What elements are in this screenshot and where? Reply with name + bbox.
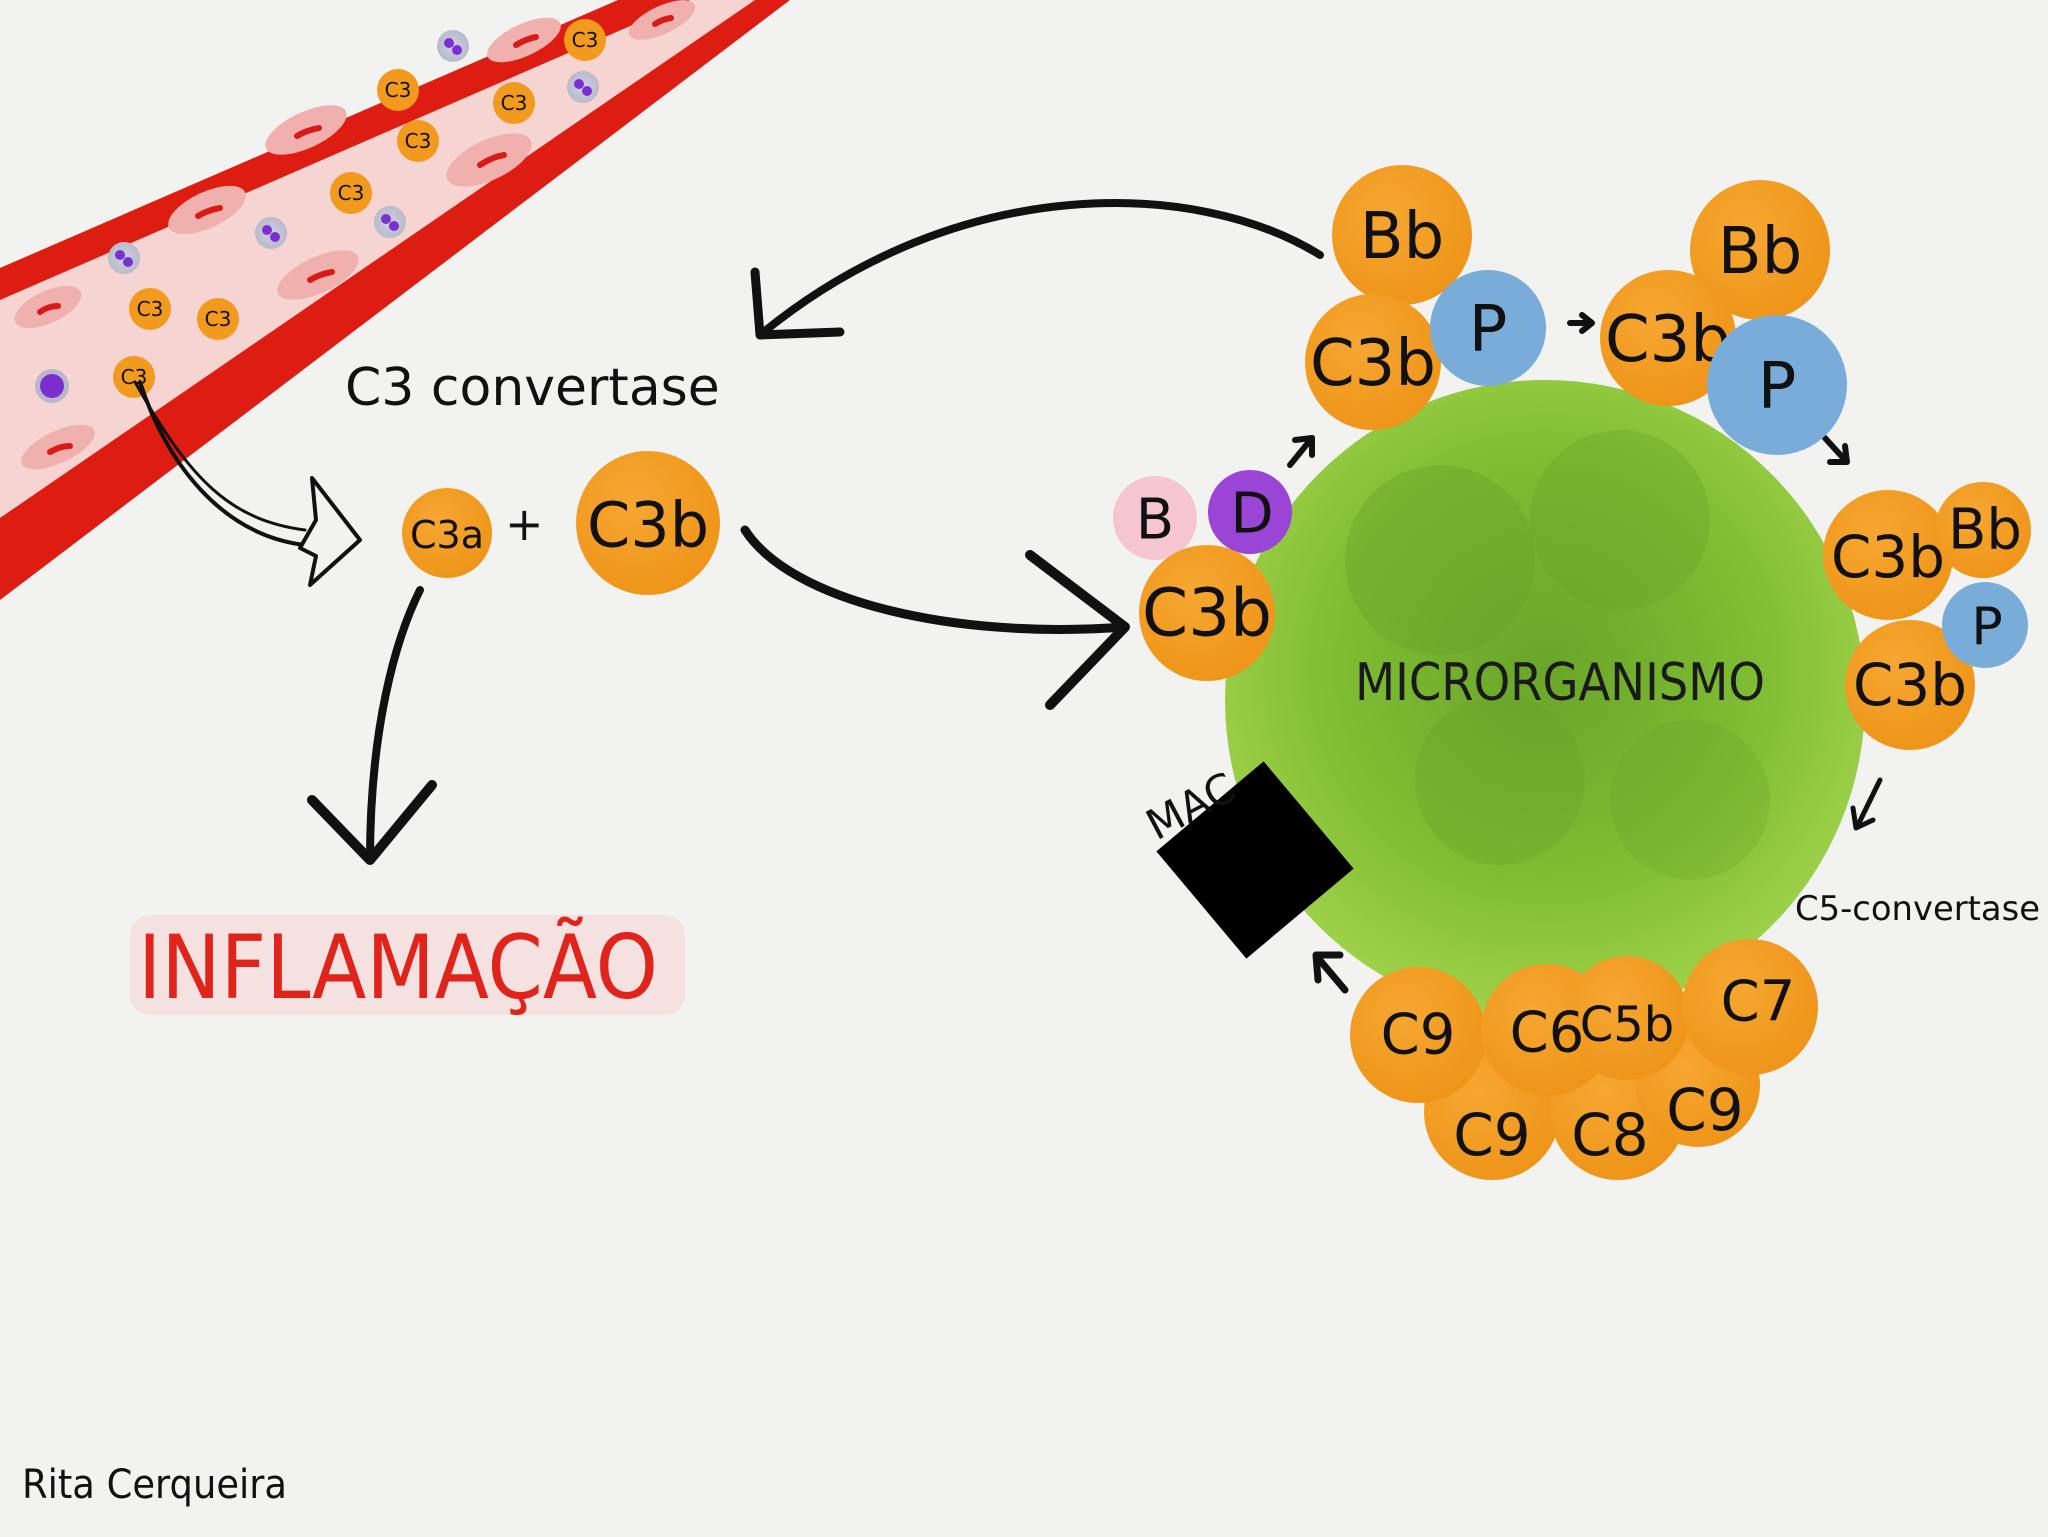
step-arrow-5-head — [1312, 951, 1344, 984]
c3a-label: C3a — [410, 513, 484, 557]
mac-c6-label: C6 — [1510, 1001, 1585, 1066]
c3-molecule: C3 — [129, 288, 171, 330]
amplification-loop-arrow-head — [750, 267, 845, 340]
amplification-loop-arrow — [756, 199, 1324, 339]
mac-c9-label: C9 — [1381, 1003, 1456, 1068]
c3-molecule: C3 — [113, 356, 155, 398]
c3b-c5-bottom-label: C3b — [1853, 651, 1967, 719]
arrows — [133, 199, 1883, 994]
c3b-b-d-complex: B D C3b — [1113, 470, 1292, 681]
c3b-label-2: C3b — [1605, 303, 1731, 377]
plus-sign: + — [505, 497, 544, 551]
mac-c8-label: C8 — [1571, 1101, 1648, 1169]
c3b-fragment-label: C3b — [587, 489, 709, 562]
mac-c9-label-3: C9 — [1666, 1076, 1743, 1144]
p-label-2: P — [1758, 350, 1797, 424]
step-arrow-4 — [1855, 777, 1883, 828]
microorganism-label: MICRORGANISMO — [1355, 653, 1765, 713]
p-label-1: P — [1469, 293, 1508, 367]
author-signature: Rita Cerqueira — [22, 1462, 287, 1508]
step-arrow-4-head — [1850, 805, 1876, 831]
c3-molecule: C3 — [197, 298, 239, 340]
inflammation-arrow-head — [307, 780, 437, 865]
microorganism: MICRORGANISMO — [1225, 380, 1865, 1020]
factor-b-label: B — [1136, 488, 1174, 553]
c3-label: C3 — [572, 28, 599, 52]
c3-label: C3 — [385, 78, 412, 102]
c3-molecule: C3 — [377, 69, 419, 111]
inflammation-title: INFLAMAÇÃO — [130, 915, 685, 1019]
c5-convertase-complex: C3b Bb C3b P — [1823, 482, 2031, 750]
cleavage-arrow-head — [298, 476, 362, 587]
c3-convertase-complex-2: Bb C3b P — [1600, 180, 1847, 455]
c3-label: C3 — [338, 181, 365, 205]
bb-label-1: Bb — [1360, 200, 1445, 274]
c3-molecule: C3 — [564, 19, 606, 61]
c3a-molecule: C3a — [402, 488, 492, 578]
step-arrow-3-head — [1827, 443, 1850, 465]
c3b-label-1: C3b — [1310, 327, 1436, 401]
bb-c5-label: Bb — [1948, 498, 2022, 563]
step-arrow-1-head — [1292, 435, 1315, 458]
c3-convertase-label: C3 convertase — [345, 358, 720, 418]
c3b-fragment: C3b — [576, 451, 720, 595]
c3b-attach-arrow — [740, 525, 1130, 634]
c3-molecule: C3 — [397, 120, 439, 162]
factor-d-label: D — [1230, 482, 1273, 547]
c3-label: C3 — [501, 91, 528, 115]
c3b-attach-arrow-head — [1025, 550, 1130, 710]
c3-label: C3 — [121, 365, 148, 389]
c5-convertase-label: C5-convertase — [1795, 889, 2040, 929]
mac-components: C9 C6 C5b C7 C9 C8 C9 — [1350, 939, 1818, 1180]
c3-molecule: C3 — [330, 172, 372, 214]
step-arrow-2-head — [1579, 312, 1595, 334]
step-arrow-5 — [1314, 954, 1349, 994]
c3-molecule: C3 — [493, 82, 535, 124]
blood-vessel: C3 C3 C3 C3 C3 C3 — [0, 0, 790, 600]
c3b-bound-label: C3b — [1142, 575, 1272, 652]
leukocytes — [35, 30, 599, 403]
c3-molecules: C3 C3 C3 C3 C3 C3 — [113, 19, 606, 398]
c3-label: C3 — [205, 307, 232, 331]
vessel-lumen — [0, 0, 755, 518]
step-arrow-1 — [1287, 435, 1315, 468]
step-arrow-3 — [1822, 435, 1848, 463]
c3-label: C3 — [405, 129, 432, 153]
c3-label: C3 — [137, 297, 164, 321]
c3-convertase-complex-1: Bb C3b P — [1305, 165, 1546, 430]
c3b-c5-top-label: C3b — [1831, 523, 1945, 591]
inflammation-text: INFLAMAÇÃO — [138, 916, 658, 1019]
cleavage-arrow-inner — [133, 380, 307, 532]
mac-c7-label: C7 — [1721, 970, 1796, 1035]
mac-c9-label-2: C9 — [1453, 1101, 1530, 1169]
p-c5-label: P — [1971, 597, 2002, 657]
vessel-wall-outer — [0, 0, 790, 600]
mac-c5b-label: C5b — [1580, 997, 1675, 1053]
mac-pore — [1156, 761, 1354, 959]
bb-label-2: Bb — [1718, 215, 1803, 289]
red-blood-cell-marks — [37, 15, 674, 455]
inflammation-arrow — [366, 586, 424, 864]
